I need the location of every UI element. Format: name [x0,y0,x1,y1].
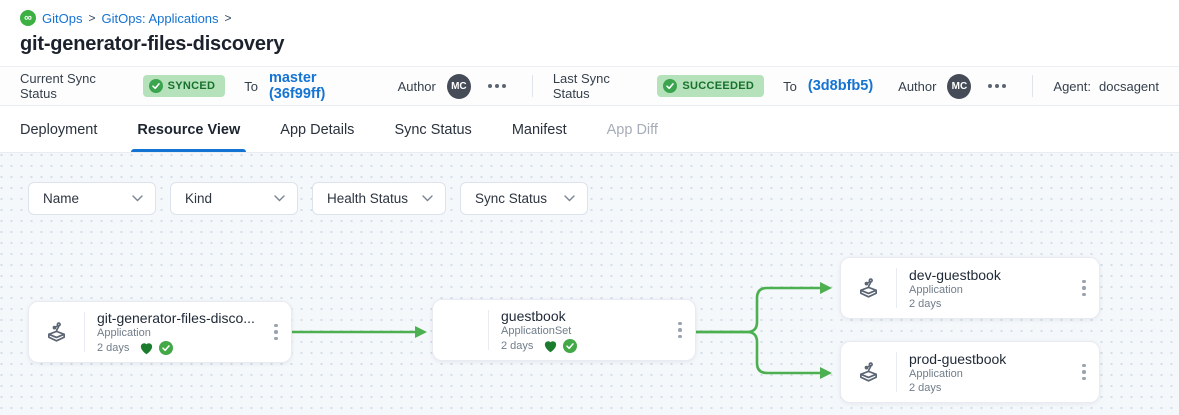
breadcrumb-link-applications[interactable]: GitOps: Applications [101,10,219,26]
node-title: dev-guestbook [909,267,1001,283]
node-title: prod-guestbook [909,351,1007,367]
graph-node-guestbook[interactable]: guestbook ApplicationSet 2 days [432,299,696,361]
to-label: To [244,78,258,94]
node-kebab-menu-icon[interactable] [665,300,695,360]
tab-manifest[interactable]: Manifest [511,121,567,138]
node-age: 2 days [501,340,534,352]
divider [488,310,489,350]
divider [896,268,897,308]
page-header: ∞ GitOps > GitOps: Applications > git-ge… [0,0,1179,66]
current-sync-status-label: Current Sync Status [20,71,96,101]
agent-info: Agent: docsagent [1053,79,1159,94]
name-filter-dropdown[interactable]: Name [28,182,156,215]
application-resource-icon [841,342,896,402]
health-status-filter-dropdown[interactable]: Health Status [312,182,446,215]
synced-status-badge: SYNCED [142,75,226,97]
breadcrumb: ∞ GitOps > GitOps: Applications > [20,10,1159,26]
author-label: Author [898,78,937,94]
chevron-down-icon [132,195,143,202]
agent-label: Agent: [1053,78,1091,94]
chevron-down-icon [564,195,575,202]
applicationset-resource-icon [433,300,488,360]
divider [1032,75,1034,97]
tab-app-details[interactable]: App Details [280,121,355,138]
author-avatar[interactable]: MC [446,73,471,99]
tab-bar: Deployment Resource View App Details Syn… [0,107,1179,153]
graph-node-git-generator-files-discovery[interactable]: git-generator-files-disco... Application… [28,301,292,363]
sync-check-icon [563,339,578,353]
check-circle-icon [663,79,678,93]
gitops-logo-icon: ∞ [20,10,36,26]
node-kind: Application [909,368,963,380]
tab-app-diff: App Diff [606,121,658,138]
sync-check-icon [159,341,174,355]
tab-sync-status[interactable]: Sync Status [394,121,472,138]
node-kind: Application [97,327,151,339]
node-kind: Application [909,284,963,296]
kind-filter-dropdown[interactable]: Kind [170,182,298,215]
sync-status-bar: Current Sync Status SYNCED To master (36… [0,66,1179,106]
node-age: 2 days [97,342,130,354]
tab-deployment[interactable]: Deployment [20,121,98,138]
health-heart-icon [141,343,153,355]
filter-bar: Name Kind Health Status Sync Status [28,182,588,215]
health-heart-icon [545,341,557,353]
node-kebab-menu-icon[interactable] [1069,342,1099,402]
node-age: 2 days [909,298,942,310]
more-options-icon[interactable] [486,80,508,92]
succeeded-status-badge: SUCCEEDED [657,75,765,97]
resource-graph-canvas: Name Kind Health Status Sync Status [0,153,1179,415]
sync-status-filter-dropdown[interactable]: Sync Status [460,182,588,215]
graph-node-dev-guestbook[interactable]: dev-guestbook Application 2 days [840,257,1100,319]
agent-value: docsagent [1099,78,1159,94]
node-kebab-menu-icon[interactable] [261,302,291,362]
check-circle-icon [148,79,163,93]
graph-node-prod-guestbook[interactable]: prod-guestbook Application 2 days [840,341,1100,403]
author-label: Author [397,78,436,94]
last-commit-link[interactable]: (3d8bfb5) [807,78,874,94]
application-resource-icon [29,302,84,362]
node-title: git-generator-files-disco... [97,310,255,326]
divider [84,312,85,352]
divider [896,352,897,392]
more-options-icon[interactable] [986,80,1008,92]
last-sync-status-label: Last Sync Status [552,71,610,101]
breadcrumb-separator: > [224,11,232,25]
tab-resource-view[interactable]: Resource View [131,107,247,152]
divider [531,75,533,97]
application-resource-icon [841,258,896,318]
breadcrumb-separator: > [88,11,96,25]
page-title: git-generator-files-discovery [20,33,285,55]
chevron-down-icon [422,195,433,202]
author-avatar[interactable]: MC [947,73,972,99]
node-title: guestbook [501,308,566,324]
current-commit-link[interactable]: master (36f99ff) [268,70,326,102]
node-age: 2 days [909,382,942,394]
node-kind: ApplicationSet [501,325,572,337]
to-label: To [783,78,797,94]
chevron-down-icon [274,195,285,202]
breadcrumb-link-gitops[interactable]: GitOps [42,10,83,26]
node-kebab-menu-icon[interactable] [1069,258,1099,318]
